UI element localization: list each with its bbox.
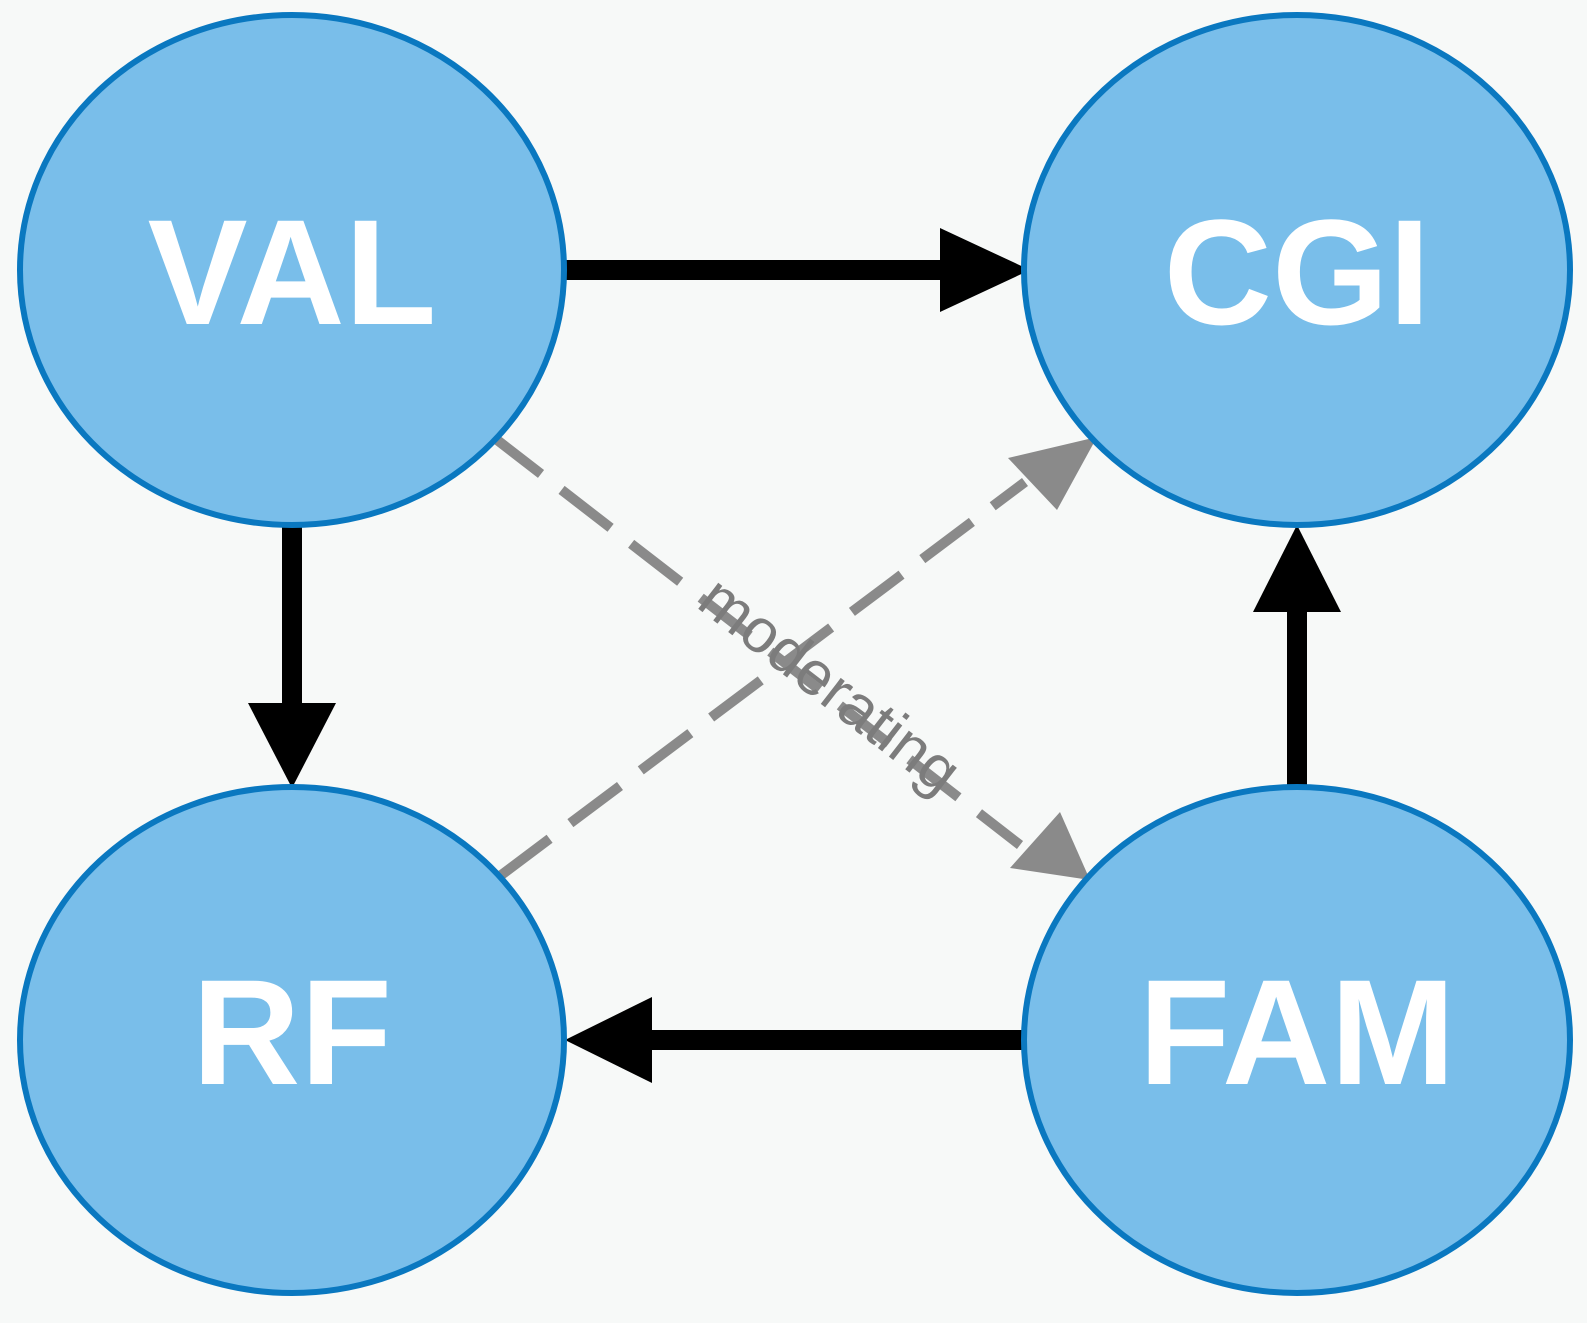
arrowhead-fam-to-rf: [565, 997, 652, 1083]
node-rf: RF: [17, 784, 567, 1296]
node-fam-label: FAM: [1139, 948, 1456, 1116]
node-val: VAL: [17, 12, 567, 528]
arrowhead-val-to-cgi: [940, 228, 1030, 312]
edge-val-to-fam: [488, 432, 1024, 849]
arrowhead-val-to-fam: [1010, 812, 1090, 880]
arrowhead-rf-to-cgi: [1008, 437, 1097, 510]
arrowhead-val-to-rf: [248, 703, 336, 788]
node-val-label: VAL: [148, 188, 437, 356]
arrowhead-fam-to-cgi: [1253, 525, 1341, 612]
node-rf-label: RF: [192, 948, 392, 1116]
edge-rf-to-cgi: [496, 478, 1029, 880]
node-cgi-ellipse: [1021, 12, 1573, 528]
node-fam: FAM: [1021, 784, 1573, 1296]
node-rf-ellipse: [17, 784, 567, 1296]
node-cgi-label: CGI: [1164, 188, 1431, 356]
node-fam-ellipse: [1021, 784, 1573, 1296]
node-cgi: CGI: [1021, 12, 1573, 528]
dashed-edges: [488, 432, 1097, 880]
solid-edges: [248, 228, 1341, 1083]
edge-label-moderating: moderating: [686, 563, 973, 808]
node-val-ellipse: [17, 12, 567, 528]
